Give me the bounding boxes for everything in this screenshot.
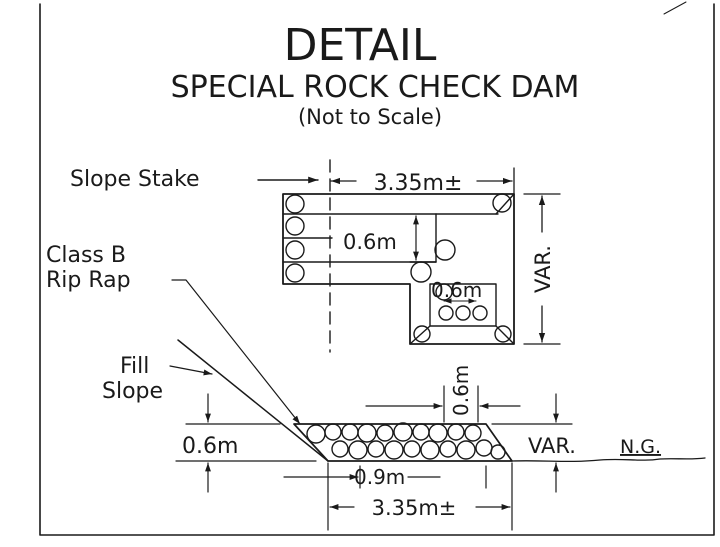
drawing-title: SPECIAL ROCK CHECK DAM (171, 70, 580, 105)
fill-slope-label-line1: Fill (120, 354, 149, 379)
slope-stake-label: Slope Stake (70, 167, 200, 192)
corner-leader (663, 1, 687, 15)
section-dam-outline (293, 423, 513, 462)
detail-heading: DETAIL (284, 20, 437, 71)
fill-slope-label-line2: Slope (102, 379, 163, 404)
plan-inner-dim: 0.6m (431, 278, 482, 302)
plan-diagonal-lower (495, 325, 515, 345)
section-rock-pattern (306, 422, 506, 460)
plan-width-dim: 3.35m± (374, 171, 463, 196)
plan-diagonal-upper (495, 193, 515, 215)
sheet-border (39, 3, 715, 536)
fill-slope-line (177, 339, 329, 462)
natural-ground-line (511, 457, 706, 463)
material-label-line1: Class B (46, 243, 126, 268)
material-leader (171, 279, 301, 425)
plan-inner-box (429, 283, 497, 327)
fill-slope-leader (169, 365, 213, 376)
natural-ground-label: N.G. (620, 436, 661, 458)
section-base-inner-dim: 0.9m (354, 465, 405, 489)
section-depth-right-dim: VAR. (528, 434, 576, 458)
plan-rock-pattern (285, 193, 512, 343)
plan-dam-outline (282, 193, 515, 345)
plan-var-dim: VAR. (531, 245, 555, 293)
scale-note: (Not to Scale) (298, 105, 442, 129)
section-depth-left-dim: 0.6m (182, 434, 238, 459)
plan-course-dim: 0.6m (343, 230, 397, 254)
section-crest-dim: 0.6m (449, 365, 473, 416)
section-base-width-dim: 3.35m± (372, 496, 457, 520)
material-label-line2: Rip Rap (46, 268, 131, 293)
plan-diagonal-lower-left (409, 325, 431, 345)
